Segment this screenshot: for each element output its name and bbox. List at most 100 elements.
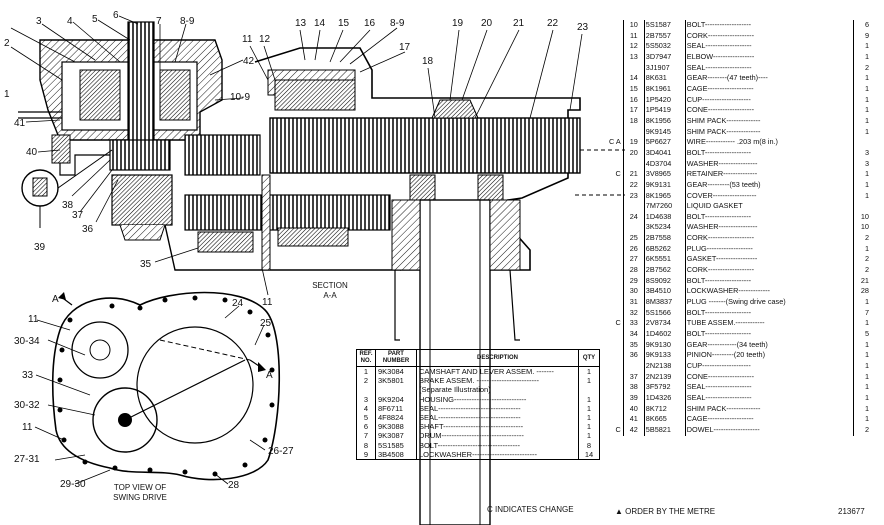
qty-cell: 1: [853, 297, 870, 308]
callout-19: 19: [452, 18, 464, 29]
part-number-cell: 8K1956: [643, 115, 686, 127]
part-number-cell: 2B7562: [643, 265, 686, 276]
description-cell: WASHER----------------: [684, 222, 854, 234]
part-number-cell: 9K9204: [375, 394, 417, 404]
change-marker-cell: [608, 297, 623, 308]
description-cell: LIQUID GASKET: [684, 201, 854, 212]
description-cell: (Separate Illustration): [416, 385, 579, 395]
change-marker-cell: [608, 63, 623, 74]
change-marker-cell: [608, 116, 623, 127]
change-marker-cell: [608, 84, 623, 95]
qty-cell: 7: [853, 307, 870, 319]
part-number-cell: 3J1907: [643, 62, 686, 74]
leader-lines: [10, 15, 583, 485]
part-number-cell: 3F5792: [643, 382, 686, 393]
ref-cell: 5: [356, 413, 376, 423]
callout-8-9a: 8-9: [180, 16, 195, 27]
part-number-cell: 8S9092: [643, 275, 686, 287]
qty-cell: 10: [853, 211, 870, 223]
ref-cell: 4: [356, 403, 376, 414]
part-number-cell: 6K5551: [643, 254, 686, 266]
callout-41: 41: [14, 118, 26, 129]
qty-cell: 3: [853, 158, 870, 170]
qty-cell: 2: [853, 424, 870, 436]
illustration-number: 213677: [838, 507, 865, 516]
qty-cell: 1: [578, 376, 600, 386]
ref-cell: 13: [622, 51, 645, 63]
ref-cell: 8: [356, 440, 376, 450]
change-marker-cell: C: [615, 424, 621, 434]
change-marker-cell: [608, 404, 623, 415]
callout-10-9: 10-9: [230, 92, 250, 103]
description-cell: PLUG-------------------: [684, 243, 854, 255]
ref-cell: 39: [622, 392, 645, 404]
part-number-cell: 7M7260: [643, 201, 686, 212]
callout-5: 5: [92, 14, 98, 25]
part-number-cell: 1D4326: [643, 392, 686, 404]
change-marker-cell: [608, 148, 623, 159]
description-cell: CAGE-------------------: [684, 414, 854, 425]
qty-cell: 1: [853, 41, 870, 52]
part-number-cell: 9K9133: [643, 350, 686, 361]
callout-8-9b: 8-9: [390, 18, 405, 29]
ref-cell: 33: [622, 318, 645, 330]
ref-cell: 26: [622, 243, 645, 255]
change-marker-cell: [608, 222, 623, 233]
part-number-cell: 8K665: [643, 414, 686, 425]
qty-cell: 1: [853, 190, 870, 202]
callout-numbers: 1 2 3 4 5 6 7 8-9 42 10-9 11 12 13 14 15…: [4, 10, 589, 491]
description-cell: CORK-------------------: [684, 30, 854, 42]
top-view-caption-line2: SWING DRIVE: [113, 493, 167, 502]
part-number-cell: 2B7558: [643, 233, 686, 244]
part-number-cell: 8K712: [643, 403, 686, 415]
part-number-cell: 8M3837: [643, 297, 686, 308]
qty-cell: 1: [578, 413, 600, 423]
part-number-cell: 5S1585: [375, 440, 417, 450]
description-cell: BOLT-------------------: [684, 211, 854, 223]
qty-cell: 1: [853, 73, 870, 84]
qty-cell: 2: [853, 265, 870, 276]
callout-11a: 11: [242, 34, 253, 45]
ref-cell: 9: [356, 449, 376, 461]
change-marker-cell: [608, 308, 623, 319]
part-number-cell: 5S1587: [643, 20, 686, 31]
description-cell: CONE-------------------: [684, 105, 854, 116]
description-cell: RETAINER--------------: [684, 169, 854, 180]
description-cell: BOLT---------------------------------: [416, 440, 579, 450]
section-caption-line1: SECTION: [312, 281, 348, 290]
section-arrow-label-a2: A: [266, 370, 273, 381]
change-marker-cell: [608, 276, 623, 287]
change-marker-cell: [608, 159, 623, 170]
change-marker-cell: [608, 212, 623, 223]
ref-cell: 6: [356, 422, 376, 432]
qty-cell: 1: [578, 422, 600, 432]
ref-cell: 11: [622, 30, 645, 42]
part-number-cell: 8F6711: [375, 403, 417, 414]
part-number-cell: 4F8824: [375, 413, 417, 423]
qty-cell: 10: [853, 222, 870, 234]
part-number-cell: 9K3088: [375, 422, 417, 432]
part-number-cell: 8K1961: [643, 83, 686, 95]
qty-cell: 2: [853, 233, 870, 244]
qty-cell: 21: [853, 275, 870, 287]
part-number-cell: [375, 385, 417, 395]
change-marker-cell: [608, 244, 623, 255]
description-cell: DRUM---------------------------------: [416, 431, 579, 441]
ref-cell: 41: [622, 414, 645, 425]
ref-cell: 17: [622, 105, 645, 116]
description-cell: BOLT-------------------: [684, 329, 854, 340]
callout-13: 13: [295, 18, 307, 29]
